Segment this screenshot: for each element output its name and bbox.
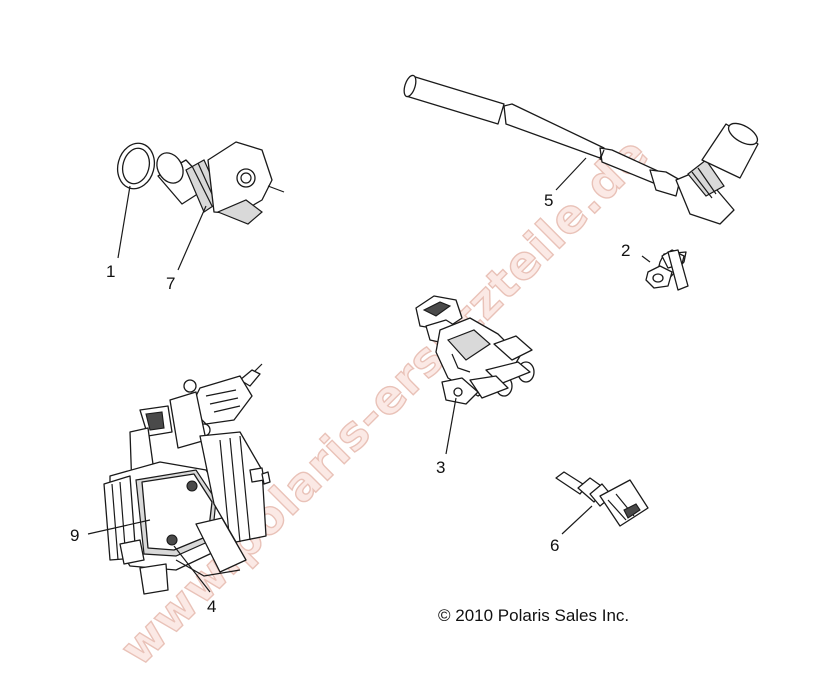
leader-3	[445, 397, 457, 455]
bolt-part	[645, 249, 689, 291]
callout-5: 5	[544, 191, 553, 210]
leader-4	[173, 545, 211, 593]
throttle-body-part	[103, 363, 271, 595]
temperature-sensor-part	[555, 471, 649, 527]
callout-9: 9	[70, 526, 79, 545]
leader-lines	[87, 157, 651, 593]
callout-6: 6	[550, 536, 559, 555]
callout-4: 4	[207, 597, 216, 616]
sensor-part	[156, 141, 285, 225]
callout-2: 2	[621, 241, 630, 260]
callout-1: 1	[106, 262, 115, 281]
leader-9	[87, 519, 151, 535]
copyright-text: © 2010 Polaris Sales Inc.	[438, 606, 629, 625]
leader-2	[641, 255, 651, 263]
leader-6	[561, 505, 593, 535]
o-ring-part	[116, 142, 156, 190]
leader-5	[555, 157, 587, 191]
sensor-cable-part	[403, 74, 759, 225]
leader-7	[177, 205, 207, 271]
callout-7: 7	[166, 274, 175, 293]
callout-3: 3	[436, 458, 445, 477]
leader-1	[117, 185, 131, 259]
valve-part	[415, 295, 535, 405]
